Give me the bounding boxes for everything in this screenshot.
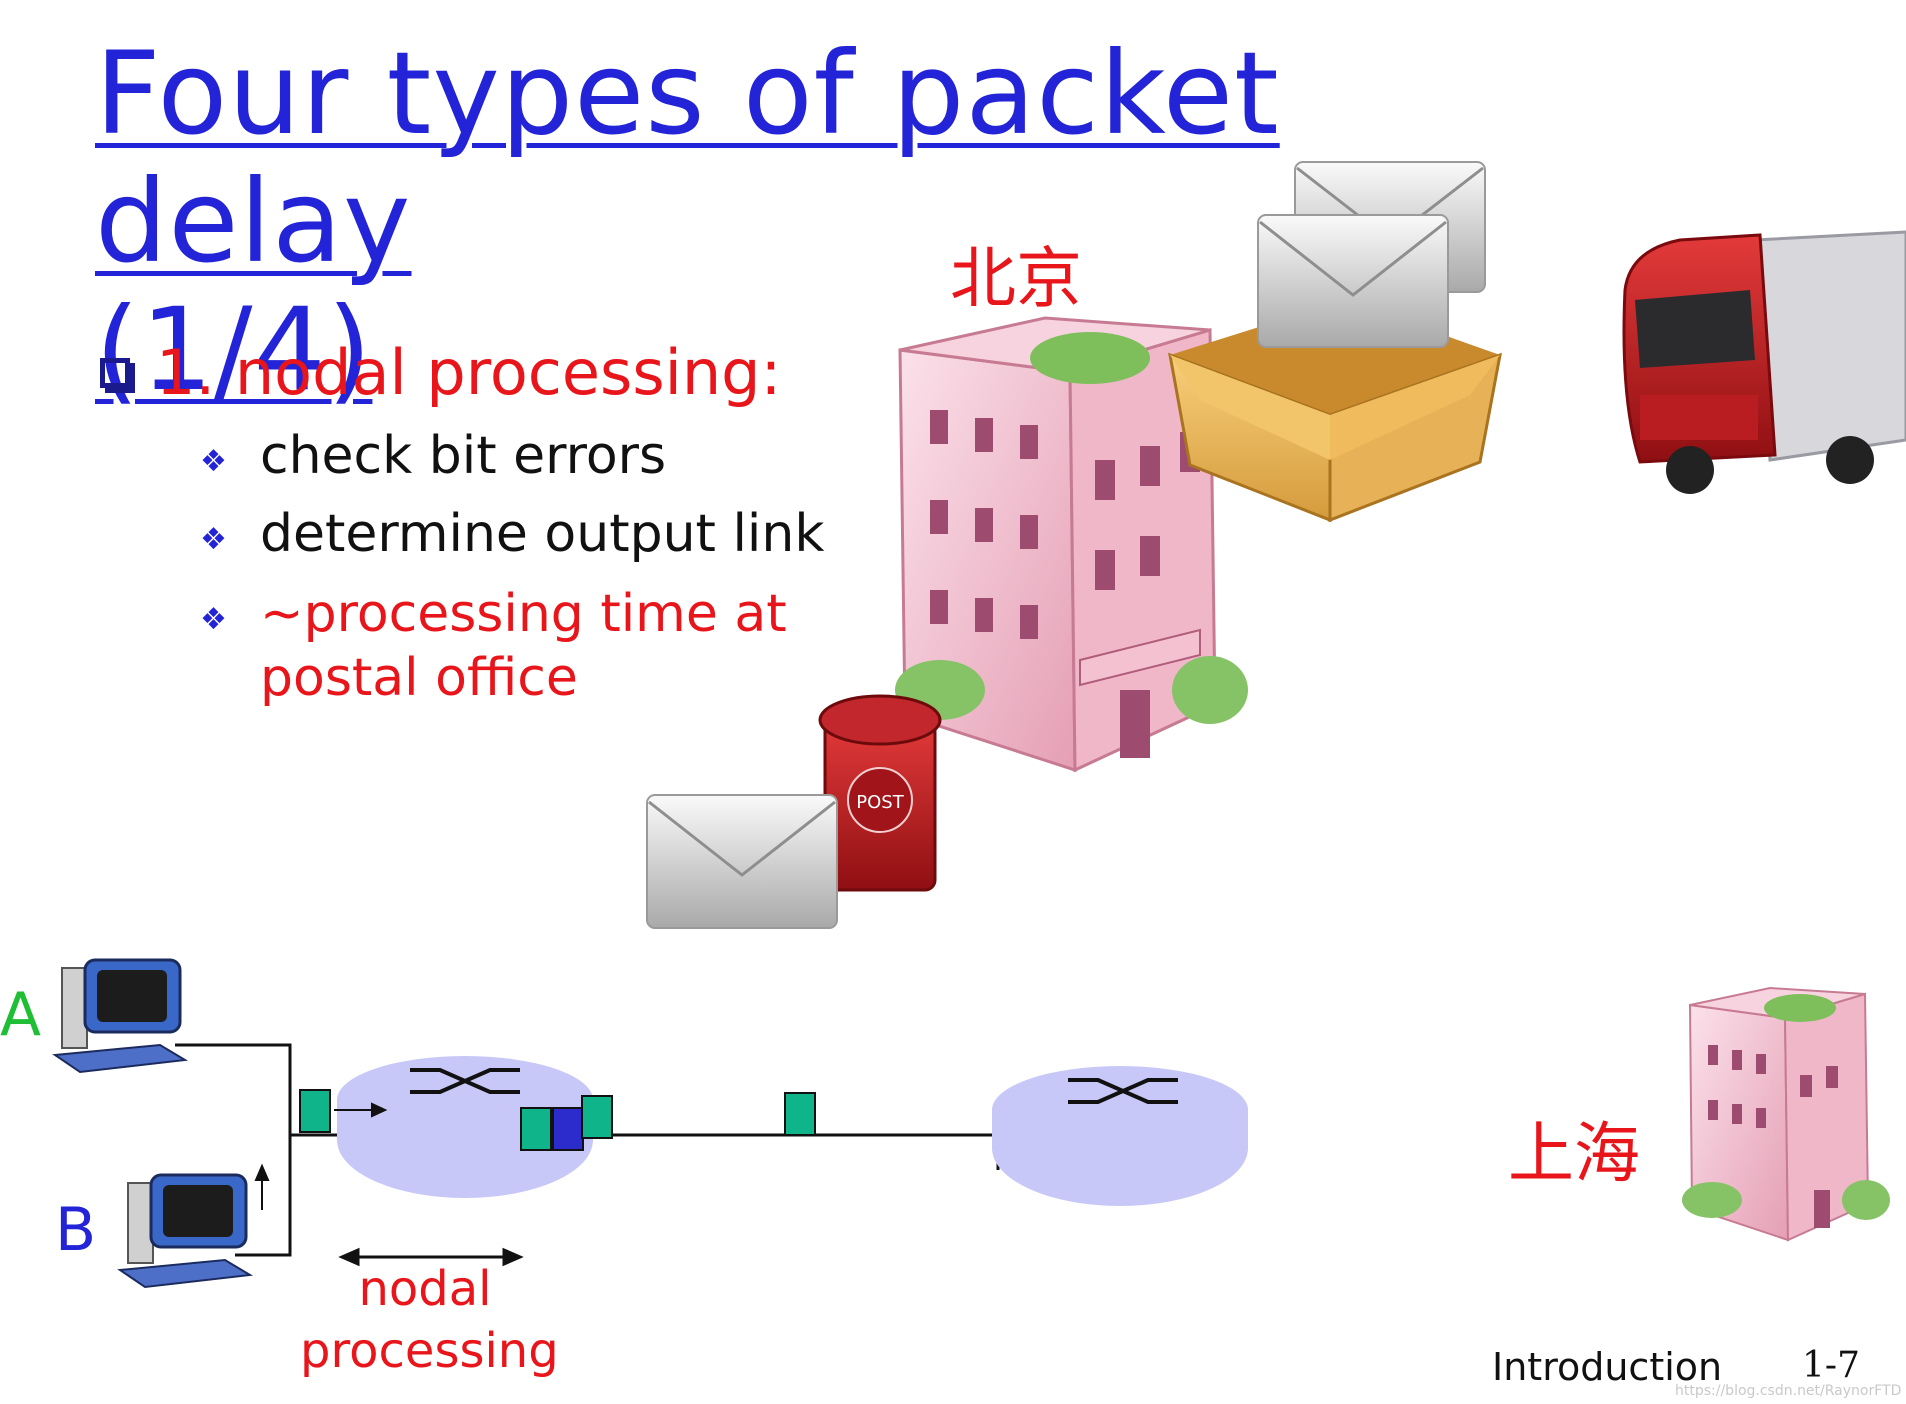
title-line-2: (1/4) [95,283,373,416]
city-label-beijing: 北京 [950,240,1082,317]
nodal-processing-label: nodal processing [300,1258,559,1382]
city-label-shanghai: 上海 [1508,1115,1640,1192]
svg-text:POST: POST [856,792,904,813]
main-bullet: 1. nodal processing: [100,336,781,409]
upward-arrow [254,1163,270,1210]
office-building-icon [1682,986,1890,1242]
packet-arrow [334,1102,388,1118]
sub-bullet-text: check bit errors [260,426,667,486]
title-line-1: Four types of packet delay [95,27,1280,288]
nodal-processing-range-arrow [338,1247,524,1267]
packet [299,1089,331,1133]
sub-bullet-line: postal office [260,648,578,708]
diamond-bullet-icon: ❖ [200,602,227,637]
computer-icon [117,1173,254,1289]
page-number: 1-7 [1802,1345,1860,1386]
packet [581,1095,613,1139]
packets [299,1089,816,1151]
packet [784,1092,816,1136]
sub-bullet: ❖ determine output link [200,502,824,566]
nodal-processing-line: nodal [358,1261,492,1317]
sub-bullet: ❖ check bit errors [200,424,666,488]
sub-bullet-text: determine output link [260,504,825,564]
packet [520,1107,552,1151]
page-title: Four types of packet delay (1/4) [95,30,1495,414]
router-icon [992,1066,1248,1206]
computer-icon [52,958,189,1074]
sub-bullet-line: ~processing time at [260,584,787,644]
watermark: https://blog.csdn.net/RaynorFTD [1675,1383,1902,1399]
main-bullet-text: 1. nodal processing: [156,336,782,409]
square-bullet-icon [100,357,130,388]
diamond-bullet-icon: ❖ [200,444,227,479]
envelope-icon [646,794,838,929]
nodal-processing-line: processing [300,1323,559,1379]
sub-bullet: ❖ ~processing time at postal office [200,582,787,710]
office-building-icon [895,316,1248,773]
packet [552,1107,584,1151]
host-label-b: B [55,1195,97,1265]
sub-bullet-text: ~processing time at postal office [260,582,787,710]
host-label-a: A [0,980,42,1050]
truck-icon [1622,230,1906,494]
footer-section: Introduction [1492,1345,1723,1389]
envelope-icon [1257,214,1449,348]
diamond-bullet-icon: ❖ [200,522,227,557]
